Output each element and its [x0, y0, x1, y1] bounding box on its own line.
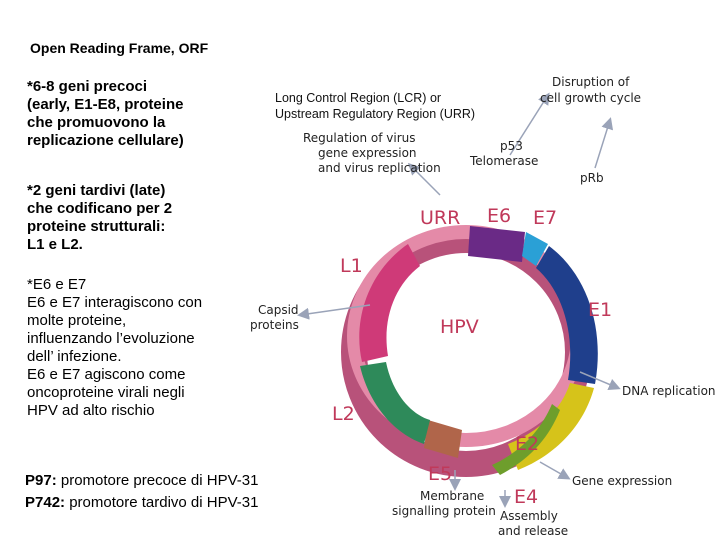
capsid-label: proteins — [250, 318, 299, 332]
e6e7-line: E6 e E7 agiscono come — [27, 366, 186, 383]
assembly-label: and release — [498, 524, 568, 538]
p742-key: P742: — [25, 494, 66, 511]
regulation-label: Regulation of virus — [303, 131, 416, 145]
early-line: *6-8 geni precoci — [27, 78, 148, 95]
e6e7-line: influenzando l’evoluzione — [27, 330, 195, 347]
late-line: proteine strutturali: — [27, 218, 166, 235]
p97-line: P97: promotore precoce di HPV-31 — [25, 470, 325, 492]
disruption-label: cell growth cycle — [540, 91, 641, 105]
p742-desc: promotore tardivo di HPV-31 — [65, 494, 259, 511]
dna-replication-label: DNA replication — [622, 384, 716, 398]
early-genes-text: *6-8 geni precoci (early, E1-E8, protein… — [27, 78, 257, 150]
e5-label: E5 — [428, 463, 452, 485]
e6e7-line: oncoproteine virali negli — [27, 384, 185, 401]
late-line: L1 e L2. — [27, 236, 83, 253]
assembly-label: Assembly — [500, 509, 558, 523]
e7-segment — [522, 232, 548, 266]
disruption-label: Disruption of — [552, 75, 630, 89]
e4-label: E4 — [514, 486, 538, 508]
hpv-center-label: HPV — [440, 316, 479, 338]
telomerase-label: Telomerase — [469, 154, 538, 168]
p742-line: P742: promotore tardivo di HPV-31 — [25, 492, 325, 514]
membrane-label: Membrane — [420, 489, 484, 503]
e1-label: E1 — [588, 299, 612, 321]
promoter-text: P97: promotore precoce di HPV-31 P742: p… — [25, 470, 325, 514]
l2-segment — [360, 362, 430, 444]
e4-segment — [492, 404, 560, 475]
lcr-line: Upstream Regulatory Region (URR) — [275, 107, 476, 121]
e5-segment — [424, 420, 462, 458]
e6e7-line: HPV ad alto rischio — [27, 402, 155, 419]
e6e7-line: molte proteine, — [27, 312, 127, 329]
e6e7-line: dell’ infezione. — [27, 348, 122, 365]
e6e7-title: *E6 e E7 — [27, 276, 87, 293]
prb-label: pRb — [580, 171, 604, 185]
e1-segment — [536, 246, 598, 384]
early-line: replicazione cellulare) — [27, 132, 184, 149]
function-arrows — [297, 92, 621, 508]
late-genes-text: *2 geni tardivi (late) che codificano pe… — [27, 182, 237, 254]
p97-key: P97: — [25, 472, 57, 489]
early-line: (early, E1-E8, proteine — [27, 96, 184, 113]
e7-label: E7 — [533, 207, 557, 229]
late-line: *2 geni tardivi (late) — [27, 182, 166, 199]
p97-desc: promotore precoce di HPV-31 — [56, 472, 259, 489]
e2-label: E2 — [515, 433, 539, 455]
regulation-label: and virus replication — [318, 161, 441, 175]
e6e7-line: E6 e E7 interagiscono con — [27, 294, 203, 311]
lcr-caption: Long Control Region (LCR) or Upstream Re… — [275, 90, 475, 122]
late-line: che codificano per 2 — [27, 200, 173, 217]
gene-expression-label: Gene expression — [572, 474, 672, 488]
l2-label: L2 — [332, 403, 355, 425]
p53-label: p53 — [500, 139, 523, 153]
urr-label: URR — [420, 207, 460, 229]
e6-e7-text: *E6 e E7 E6 e E7 interagiscono con molte… — [27, 276, 247, 420]
capsid-label: Capsid — [258, 303, 299, 317]
e6-segment — [468, 226, 525, 262]
lcr-line: Long Control Region (LCR) or — [275, 91, 442, 105]
l1-label: L1 — [340, 255, 363, 277]
page-title: Open Reading Frame, ORF — [30, 40, 209, 56]
early-line: che promuovono la — [27, 114, 166, 131]
e6-label: E6 — [487, 205, 511, 227]
membrane-label: signalling protein — [392, 504, 496, 518]
regulation-label: gene expression — [318, 146, 417, 160]
l1-segment — [359, 244, 420, 362]
